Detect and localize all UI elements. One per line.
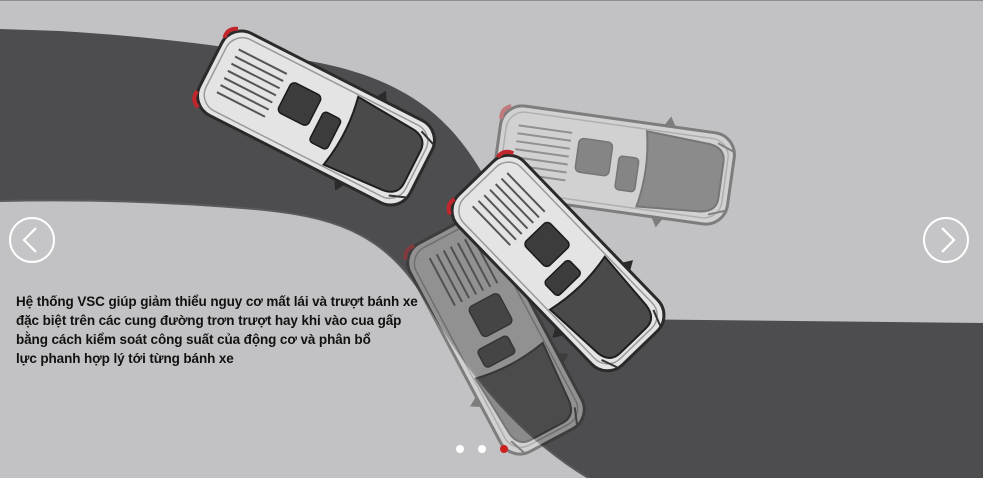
- caption-line-2: đặc biệt trên các cung đường trơn trượt …: [16, 311, 416, 330]
- chevron-right-icon: [925, 219, 967, 261]
- chevron-left-icon: [11, 219, 53, 261]
- slide-pagination: [456, 445, 508, 455]
- pagination-dot-3[interactable]: [500, 445, 508, 453]
- feature-caption: Hệ thống VSC giúp giảm thiểu nguy cơ mất…: [16, 292, 416, 368]
- pagination-dot-1[interactable]: [456, 445, 464, 453]
- prev-slide-button[interactable]: [9, 217, 55, 263]
- caption-line-3: bằng cách kiểm soát công suất của động c…: [16, 330, 416, 349]
- caption-line-1: Hệ thống VSC giúp giảm thiểu nguy cơ mất…: [16, 292, 416, 311]
- caption-line-4: lực phanh hợp lý tới từng bánh xe: [16, 349, 416, 368]
- pagination-dot-2[interactable]: [478, 445, 486, 453]
- next-slide-button[interactable]: [923, 217, 969, 263]
